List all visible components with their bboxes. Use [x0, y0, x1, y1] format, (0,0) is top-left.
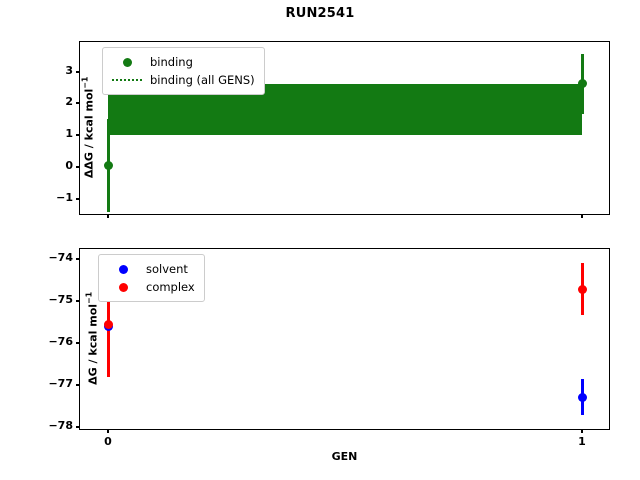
- x-tick-label-0: 0: [104, 435, 112, 448]
- complex-point-gen1: [577, 284, 587, 294]
- top-plot-axes: ΔΔG / kcal mol−1 3 2 1 0 −1: [56, 41, 610, 218]
- solvent-point-gen1: [577, 392, 587, 402]
- top-y-tick-label-4: −1: [56, 191, 73, 204]
- top-y-tick-label-3: 0: [65, 159, 73, 172]
- bottom-plot-legend[interactable]: solvent complex: [98, 254, 205, 302]
- binding-point-gen0: [103, 160, 113, 170]
- binding-point-gen1: [577, 78, 587, 88]
- bottom-y-tick-label-0: −74: [48, 251, 73, 264]
- top-y-tick-label-1: 2: [65, 95, 73, 108]
- tick-mark: [581, 429, 583, 433]
- tick-mark: [76, 342, 80, 344]
- top-y-tick-label-2: 1: [65, 127, 73, 140]
- complex-point-gen0: [103, 319, 113, 329]
- bottom-y-tick-label-3: −77: [48, 377, 73, 390]
- tick-mark: [76, 384, 80, 386]
- tick-mark: [76, 300, 80, 302]
- tick-mark: [76, 258, 80, 260]
- tick-mark: [581, 214, 583, 218]
- tick-mark: [76, 198, 80, 200]
- legend-label-complex: complex: [146, 280, 195, 294]
- legend-entry-solvent[interactable]: solvent: [106, 260, 195, 278]
- circle-marker-icon: [106, 282, 140, 292]
- top-plot-area: binding binding (all GENS): [80, 42, 609, 214]
- tick-mark: [76, 166, 80, 168]
- circle-marker-icon: [106, 264, 140, 274]
- legend-entry-complex[interactable]: complex: [106, 278, 195, 296]
- tick-mark: [76, 71, 80, 73]
- top-plot-legend[interactable]: binding binding (all GENS): [102, 47, 265, 95]
- legend-label-solvent: solvent: [146, 262, 188, 276]
- legend-entry-binding[interactable]: binding: [110, 53, 255, 71]
- legend-label-binding-all-gens: binding (all GENS): [150, 73, 255, 87]
- x-tick-label-1: 1: [578, 435, 586, 448]
- bottom-y-tick-label-1: −75: [48, 293, 73, 306]
- dotted-line-marker-icon: [110, 79, 144, 81]
- legend-label-binding: binding: [150, 55, 193, 69]
- bottom-y-tick-label-2: −76: [48, 335, 73, 348]
- bottom-plot-axes: ΔG / kcal mol−1 −74 −75 −76 −77 −78 0: [48, 248, 610, 448]
- tick-mark: [107, 429, 109, 433]
- x-axis-label: GEN: [331, 450, 358, 463]
- tick-mark: [76, 426, 80, 428]
- bottom-y-tick-label-4: −78: [48, 419, 73, 432]
- tick-mark: [76, 134, 80, 136]
- circle-marker-icon: [110, 57, 144, 67]
- page-title: RUN2541: [285, 6, 355, 21]
- tick-mark: [76, 102, 80, 104]
- bottom-plot-area: solvent complex: [80, 249, 609, 429]
- top-y-tick-label-0: 3: [65, 64, 73, 77]
- legend-entry-binding-all-gens[interactable]: binding (all GENS): [110, 71, 255, 89]
- tick-mark: [107, 214, 109, 218]
